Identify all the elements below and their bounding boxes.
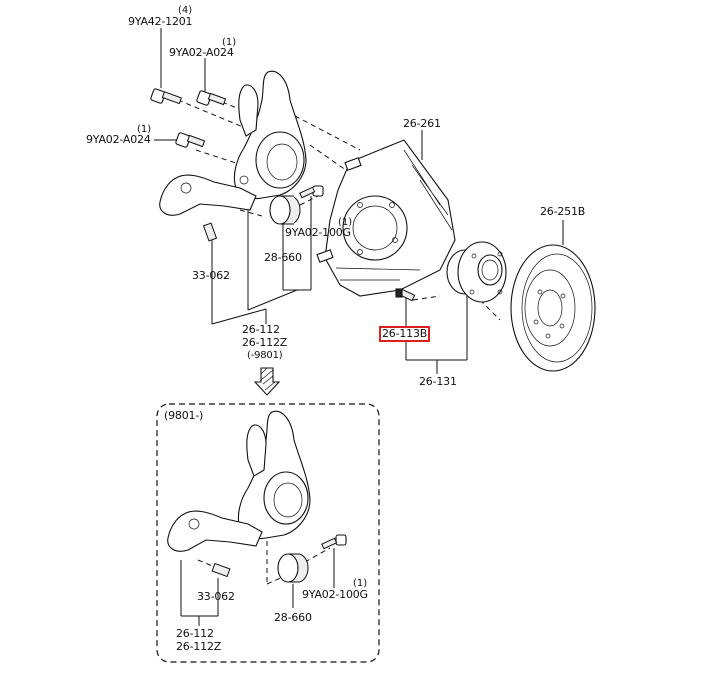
hub-assembly-26-131 — [446, 241, 507, 303]
inset-label-26-112z[interactable]: 26-112Z — [176, 640, 222, 653]
bolt-9ya42-1201 — [150, 88, 183, 105]
inset-label-26-112[interactable]: 26-112 — [176, 627, 214, 640]
inset-qty-9ya02-100g: (1) — [353, 578, 368, 589]
label-9ya42-1201[interactable]: 9YA42-1201 — [128, 15, 193, 28]
label-26-112[interactable]: 26-112 — [242, 323, 280, 336]
label-9ya02-a024-top[interactable]: 9YA02-A024 — [169, 46, 234, 59]
label-26-261[interactable]: 26-261 — [403, 117, 441, 130]
inset-label-28-660[interactable]: 28-660 — [274, 611, 312, 624]
label-26-131[interactable]: 26-131 — [419, 375, 457, 388]
qty-9ya42-1201: (4) — [178, 5, 193, 16]
bolt-33-062 — [202, 222, 218, 242]
label-range-before-9801: (-9801) — [247, 350, 283, 361]
label-9ya02-100g[interactable]: 9YA02-100G — [285, 226, 351, 239]
inset-label-9ya02-100g[interactable]: 9YA02-100G — [302, 588, 368, 601]
inset-bolt-9ya02-100g — [321, 534, 347, 550]
label-26-251b[interactable]: 26-251B — [540, 205, 586, 218]
inset-label-33-062[interactable]: 33-062 — [197, 590, 235, 603]
label-26-112z[interactable]: 26-112Z — [242, 336, 288, 349]
qty-9ya02-a024-top: (1) — [222, 37, 237, 48]
qty-9ya02-a024-left: (1) — [137, 124, 152, 135]
bolt-9ya02-a024-left — [175, 132, 206, 148]
brake-disc-26-251b — [510, 244, 596, 372]
qty-9ya02-100g: (1) — [338, 217, 353, 228]
bolt-9ya02-a024-top — [196, 90, 227, 106]
inset-bolt-33-062 — [211, 562, 231, 578]
label-33-062[interactable]: 33-062 — [192, 269, 230, 282]
arrow-down-icon — [253, 367, 281, 396]
hub-bolt-26-113b — [395, 288, 416, 302]
inset-range-label: (9801-) — [164, 409, 204, 422]
label-26-113b-highlighted[interactable]: 26-113B — [378, 326, 431, 342]
dust-shield-26-261 — [316, 139, 456, 297]
inset-bushing-28-660 — [277, 553, 309, 583]
knuckle-26-112 — [159, 70, 307, 216]
label-28-660[interactable]: 28-660 — [264, 251, 302, 264]
inset-knuckle-26-112 — [167, 410, 311, 552]
label-9ya02-a024-left[interactable]: 9YA02-A024 — [86, 133, 151, 146]
bushing-28-660 — [269, 195, 301, 225]
inset-dashed-box — [156, 403, 380, 663]
bolt-9ya02-100g — [299, 185, 324, 199]
